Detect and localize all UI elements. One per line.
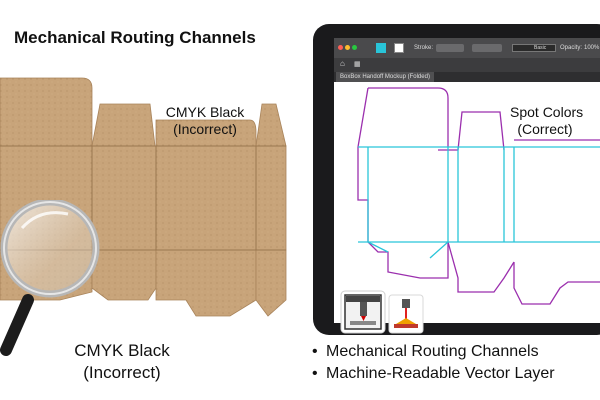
page-title: Mechanical Routing Channels <box>14 28 256 47</box>
stroke-swatch[interactable] <box>394 43 404 53</box>
maximize-icon[interactable] <box>352 45 357 50</box>
box-label-line1: CMYK Black <box>165 104 245 120</box>
brush-label: Basic <box>534 45 547 51</box>
stroke-width-field[interactable] <box>436 44 464 52</box>
left-caption-line2: (Incorrect) <box>83 363 161 382</box>
panels-icon[interactable]: ▦ <box>354 61 361 68</box>
magnifying-glass-icon <box>0 200 100 356</box>
minimize-icon[interactable] <box>345 45 350 50</box>
left-caption-line1: CMYK Black <box>74 341 170 360</box>
app-window: Stroke: Basic Opacity: 100% ⌂ ▦ BoxBox H… <box>334 38 600 323</box>
variable-width-field[interactable] <box>472 44 502 52</box>
brush-field[interactable] <box>512 44 556 52</box>
cut-lines <box>357 87 600 305</box>
feature-list: Mechanical Routing Channels Machine-Read… <box>312 341 555 385</box>
spot-colors-label: Spot Colors (Correct) <box>510 104 584 138</box>
close-icon[interactable] <box>338 45 343 50</box>
fill-swatch[interactable] <box>376 43 386 53</box>
document-tabs: BoxBox Handoff Mockup (Folded) <box>334 72 600 82</box>
stroke-label: Stroke: <box>414 45 434 51</box>
left-caption: CMYK Black (Incorrect) <box>52 340 192 384</box>
box-label: CMYK Black (Incorrect) <box>150 104 260 138</box>
opacity-value[interactable]: 100% <box>584 45 600 51</box>
vector-dieline <box>357 87 600 305</box>
box-label-line2: (Incorrect) <box>173 121 237 137</box>
feature-item-routing: Mechanical Routing Channels <box>312 341 555 363</box>
spot-colors-line1: Spot Colors <box>510 104 584 120</box>
app-toolbar: Stroke: Basic Opacity: 100% <box>334 38 600 58</box>
laser-cutter-icon <box>388 294 424 334</box>
home-icon[interactable]: ⌂ <box>340 59 345 68</box>
opacity-label: Opacity: <box>560 45 583 51</box>
app-secondary-toolbar: ⌂ ▦ <box>334 58 600 72</box>
crease-lines <box>358 146 600 259</box>
feature-item-vector: Machine-Readable Vector Layer <box>312 363 555 385</box>
spot-colors-line2: (Correct) <box>517 121 573 137</box>
cnc-router-icon <box>340 290 386 334</box>
document-tab[interactable]: BoxBox Handoff Mockup (Folded) <box>336 72 434 82</box>
